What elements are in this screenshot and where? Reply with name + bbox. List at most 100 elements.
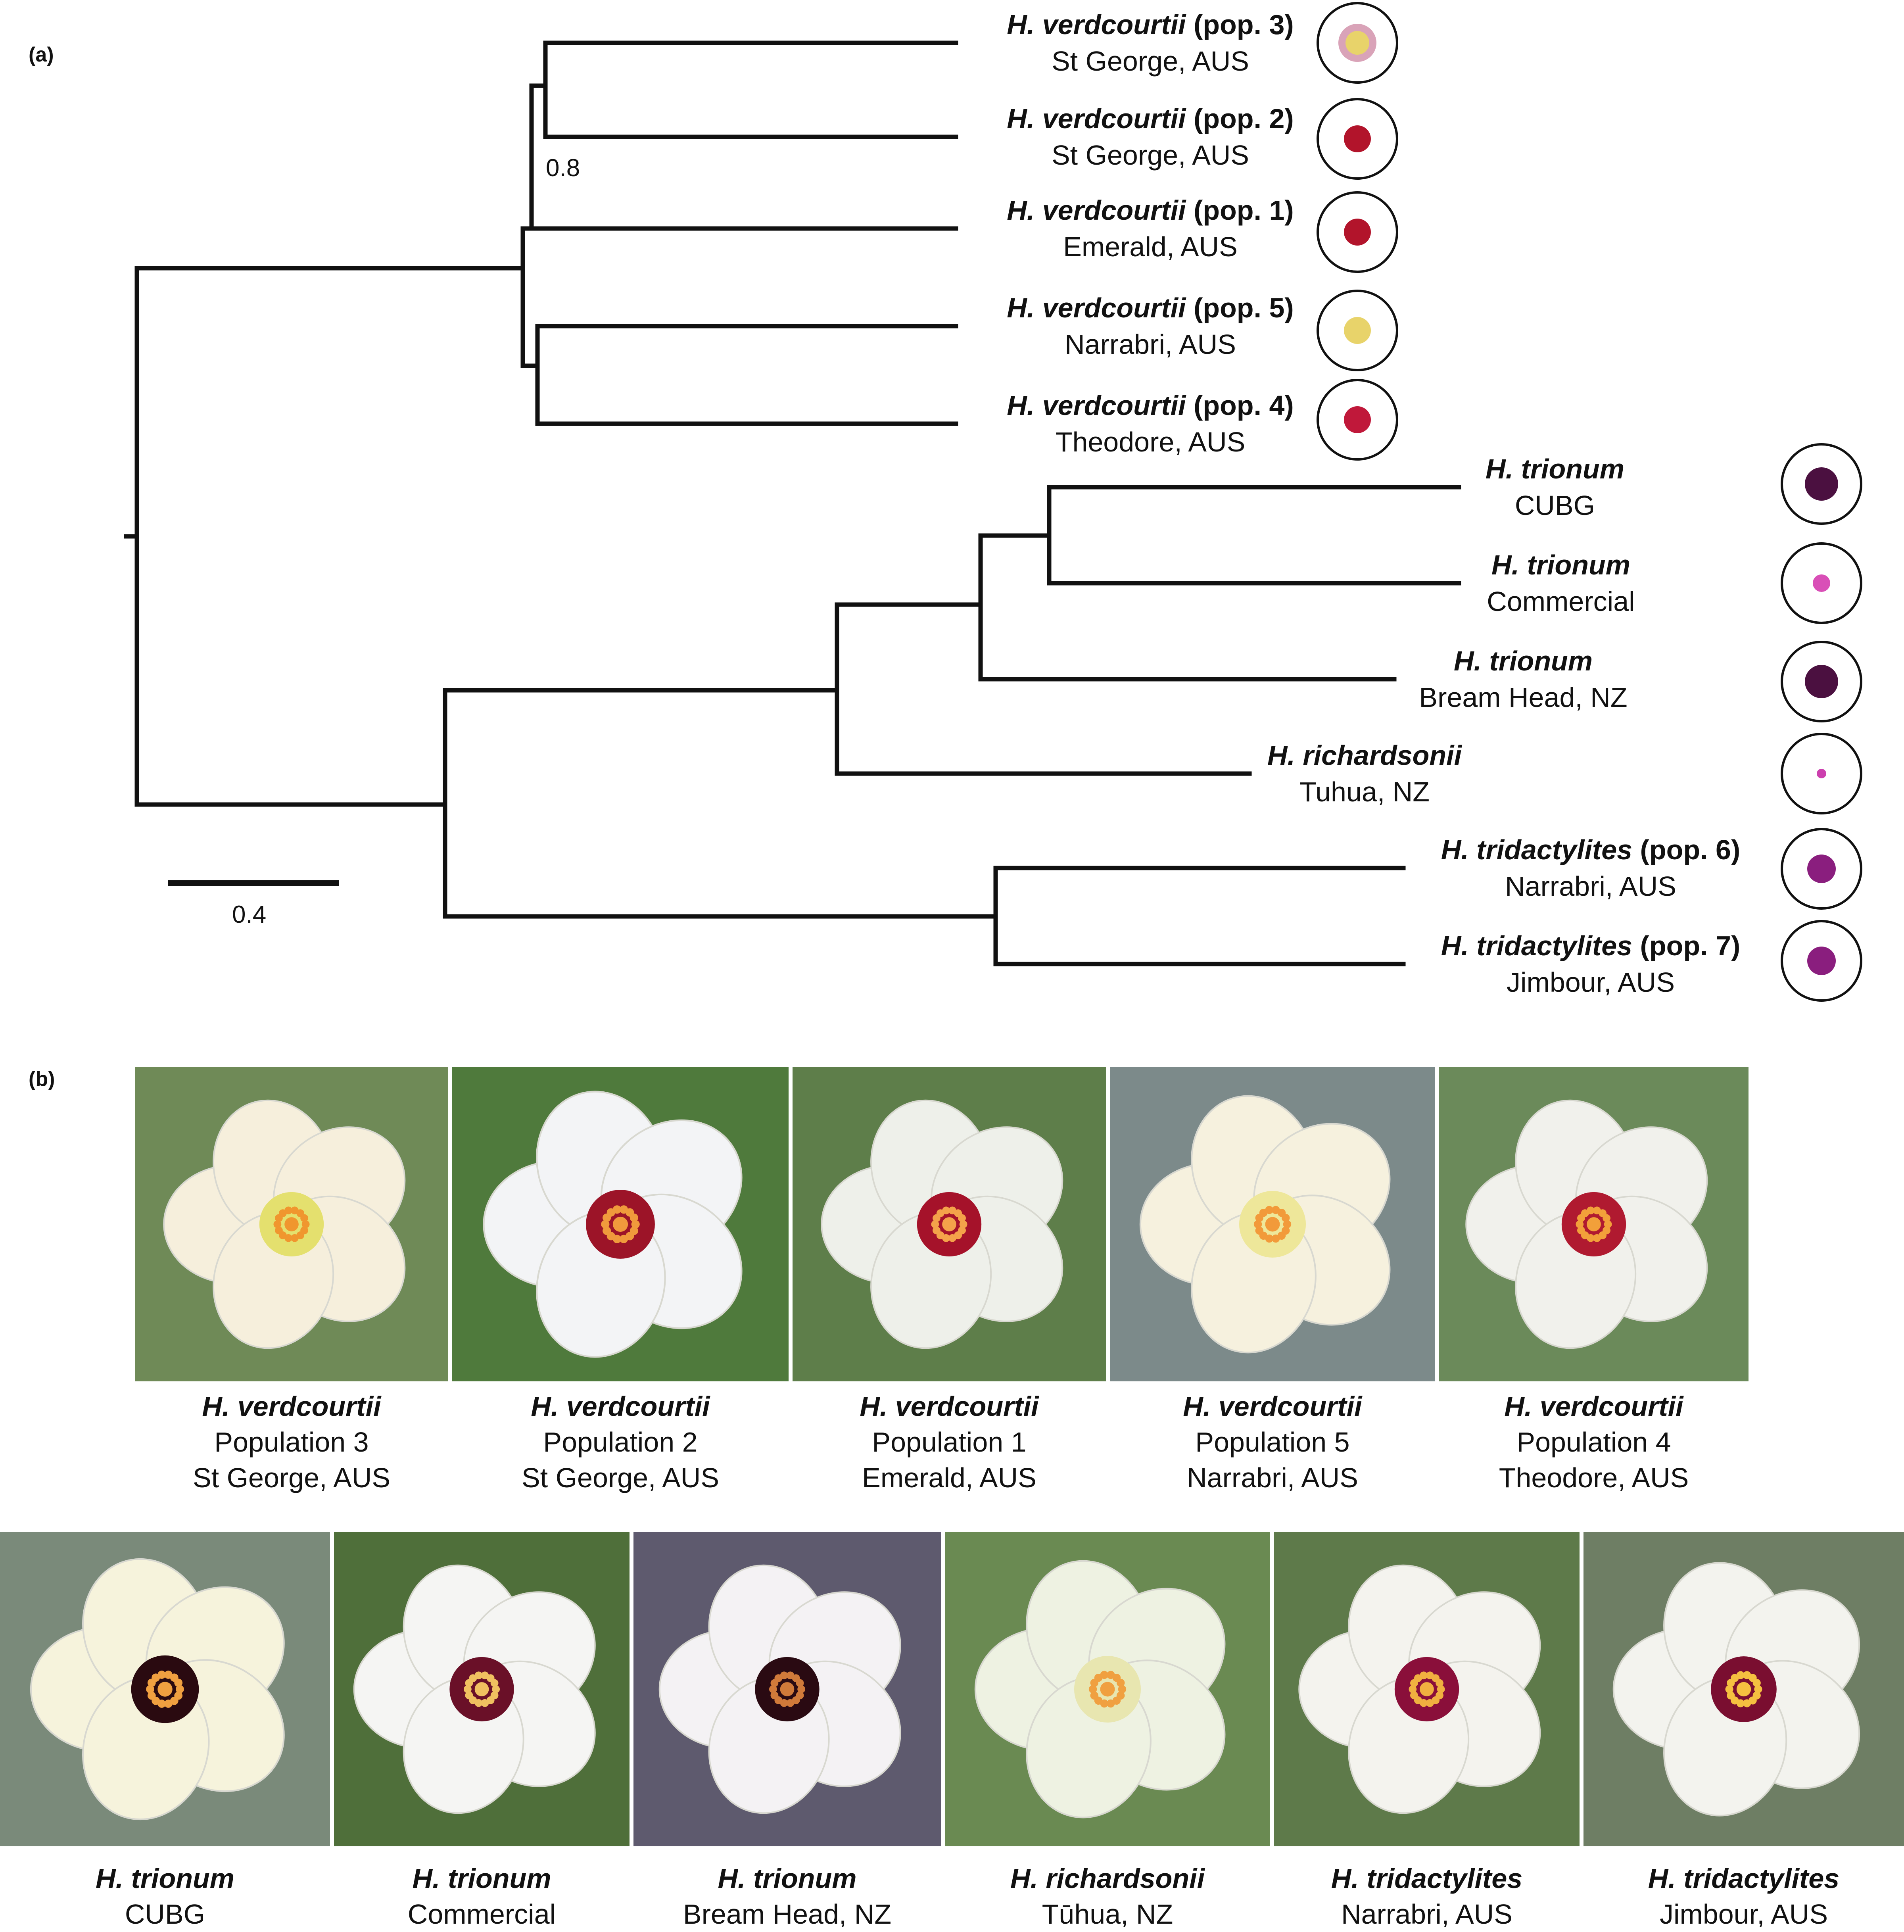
flower-pattern-marker-tcubg	[1781, 443, 1862, 525]
flower-photo-row2-4	[945, 1532, 1270, 1846]
caption-species: H. verdcourtii	[1504, 1391, 1683, 1422]
species-name: H. trionum	[1454, 645, 1593, 676]
locality: Theodore, AUS	[1055, 426, 1246, 457]
tip-label-vpop1: H. verdcourtii (pop. 1)Emerald, AUS	[1007, 192, 1294, 265]
caption-line: Tūhua, NZ	[1042, 1899, 1173, 1930]
species-name: H. verdcourtii	[1007, 390, 1186, 421]
flower-petals	[974, 1560, 1226, 1819]
species-name: H. verdcourtii	[1007, 103, 1186, 134]
stamens	[931, 1206, 967, 1242]
population-suffix: (pop. 7)	[1632, 930, 1741, 961]
flower-photo-row1-2	[452, 1067, 789, 1381]
stamens	[146, 1671, 184, 1708]
caption-species: H. tridactylites	[1648, 1863, 1840, 1894]
flower-pattern-marker-vpop5	[1317, 290, 1398, 371]
flower-pattern-marker-rich	[1781, 733, 1862, 814]
population-suffix: (pop. 3)	[1186, 9, 1294, 40]
stamens	[601, 1205, 640, 1243]
stamens	[1576, 1206, 1612, 1242]
tip-label-vpop2: H. verdcourtii (pop. 2) St George, AUS	[1007, 100, 1294, 173]
locality: St George, AUS	[1051, 140, 1250, 171]
support-value: 0.8	[546, 154, 580, 182]
panel-b-label: (b)	[29, 1068, 55, 1091]
population-suffix: (pop. 2)	[1186, 103, 1294, 134]
stamens	[463, 1671, 500, 1707]
species-name: H. trionum	[1491, 549, 1630, 580]
species-name: H. tridactylites	[1441, 834, 1633, 865]
species-name: H. richardsonii	[1267, 740, 1462, 771]
population-suffix: (pop. 4)	[1186, 390, 1294, 421]
caption-species: H. trionum	[412, 1863, 551, 1894]
caption-species: H. verdcourtii	[531, 1391, 710, 1422]
tip-label-trid6: H. tridactylites (pop. 6) Narrabri, AUS	[1441, 832, 1741, 905]
caption-line: Narrabri, AUS	[1341, 1899, 1512, 1930]
caption-species: H. trionum	[96, 1863, 234, 1894]
population-suffix: (pop. 5)	[1186, 292, 1294, 323]
locality: Emerald, AUS	[1063, 231, 1238, 262]
species-name: H. tridactylites	[1441, 930, 1633, 961]
caption-species: H. verdcourtii	[860, 1391, 1039, 1422]
caption-species: H. trionum	[718, 1863, 857, 1894]
locality: Narrabri, AUS	[1065, 329, 1236, 360]
caption-line: St George, AUS	[192, 1462, 391, 1493]
caption-line: Population 1	[872, 1427, 1027, 1458]
locality: Narrabri, AUS	[1505, 871, 1676, 902]
locality: Commercial	[1487, 586, 1635, 617]
caption-line: CUBG	[125, 1899, 205, 1930]
flower-photo-row1-3	[793, 1067, 1106, 1381]
flower-photo-row2-3	[633, 1532, 941, 1846]
caption-line: Jimbour, AUS	[1659, 1899, 1828, 1930]
caption-line: Narrabri, AUS	[1187, 1462, 1358, 1493]
caption-species: H. tridactylites	[1331, 1863, 1523, 1894]
stamens	[1253, 1206, 1292, 1243]
flower-pattern-marker-trid6	[1781, 828, 1862, 910]
flower-photo-row1-5	[1439, 1067, 1749, 1381]
species-name: H. verdcourtii	[1007, 195, 1186, 226]
caption-line: Population 4	[1516, 1427, 1671, 1458]
flower-photo-row1-1	[135, 1067, 448, 1381]
stamens	[769, 1671, 806, 1707]
scale-bar-label: 0.4	[232, 901, 267, 928]
caption-line: Commercial	[407, 1899, 556, 1930]
species-name: H. trionum	[1486, 453, 1624, 484]
tip-label-trid7: H. tridactylites (pop. 7)Jimbour, AUS	[1441, 928, 1741, 1001]
tip-label-vpop3: H. verdcourtii (pop. 3) St George, AUS	[1007, 6, 1294, 79]
flower-petals	[658, 1564, 901, 1814]
flower-photo-row2-1	[0, 1532, 330, 1846]
flower-pattern-marker-tbream	[1781, 641, 1862, 722]
phylogenetic-tree	[124, 2, 1862, 1002]
tip-label-vpop4: H. verdcourtii (pop. 4) Theodore, AUS	[1007, 387, 1294, 460]
caption-line: Emerald, AUS	[862, 1462, 1036, 1493]
flower-photo-row2-6	[1583, 1532, 1904, 1846]
locality: St George, AUS	[1051, 46, 1250, 77]
species-name: H. verdcourtii	[1007, 292, 1186, 323]
stamens	[1725, 1671, 1762, 1707]
flower-photo-row1-4	[1110, 1067, 1435, 1381]
caption-line: Population 3	[214, 1427, 369, 1458]
locality: Bream Head, NZ	[1419, 682, 1628, 713]
flower-pattern-marker-vpop1	[1317, 191, 1398, 273]
tip-label-vpop5: H. verdcourtii (pop. 5) Narrabri, AUS	[1007, 290, 1294, 363]
flower-pattern-marker-vpop4	[1317, 379, 1398, 461]
flower-pattern-marker-vpop3	[1317, 2, 1398, 84]
caption-line: St George, AUS	[521, 1462, 720, 1493]
population-suffix: (pop. 6)	[1632, 834, 1741, 865]
caption-line: Bream Head, NZ	[683, 1899, 892, 1930]
caption-species: H. richardsonii	[1010, 1863, 1205, 1894]
stamens	[1088, 1671, 1127, 1708]
caption-species: H. verdcourtii	[202, 1391, 381, 1422]
stamens	[1409, 1671, 1445, 1707]
species-name: H. verdcourtii	[1007, 9, 1186, 40]
